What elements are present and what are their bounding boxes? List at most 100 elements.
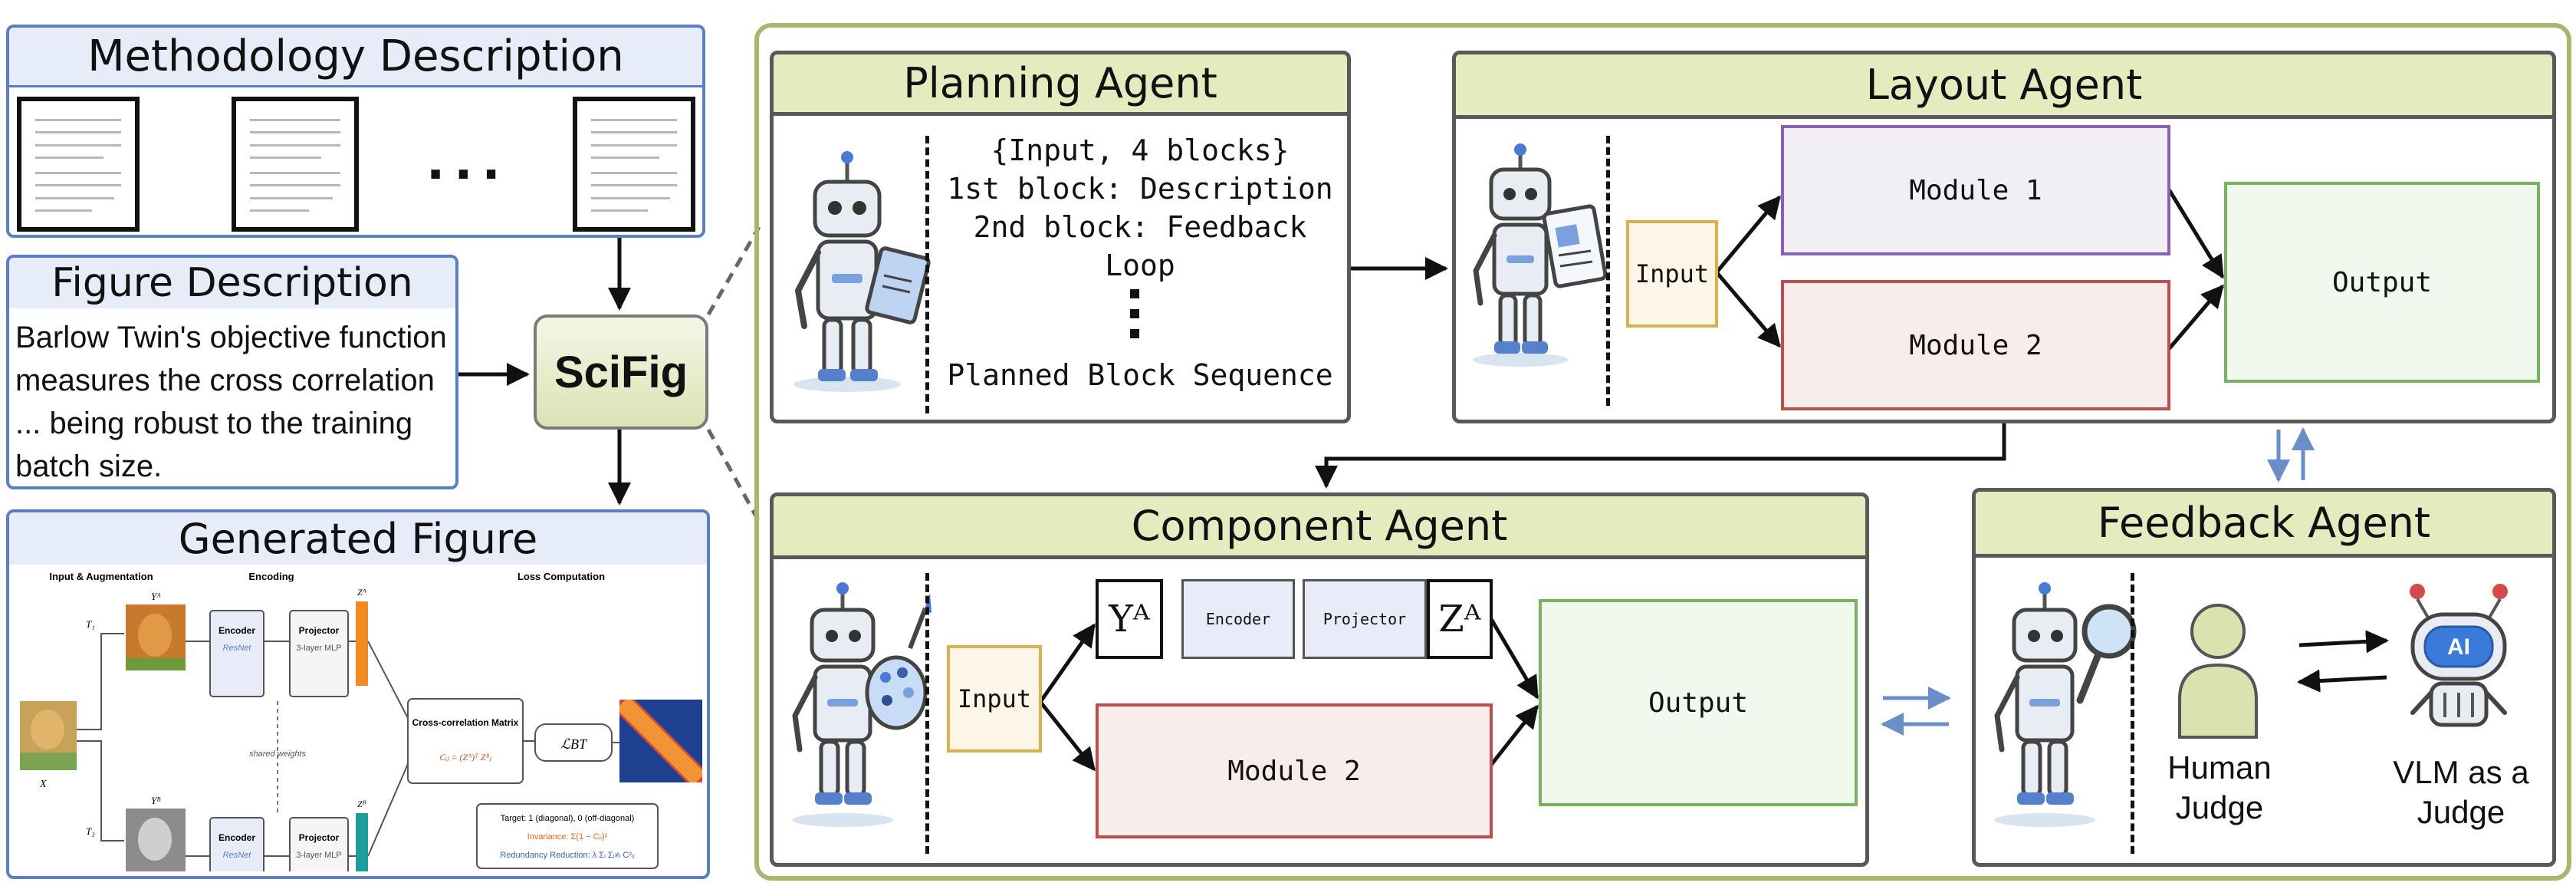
- gen-heading-encoding: Encoding: [248, 571, 294, 582]
- gen-cross-correlation-box: [407, 698, 524, 784]
- svg-text:Redundancy Reduction: λ Σᵢ Σⱼ≠: Redundancy Reduction: λ Σᵢ Σⱼ≠ᵢ C²ᵢⱼ: [500, 851, 634, 860]
- gen-target-box: [476, 803, 659, 869]
- component-robot-icon: [792, 582, 932, 827]
- layout-output-block: Output: [2224, 182, 2540, 383]
- component-projector-block: Projector: [1303, 579, 1427, 659]
- gen-encoder-b: [209, 817, 264, 871]
- gen-embedding-a: [356, 601, 368, 686]
- plan-line-input: {Input, 4 blocks}: [991, 133, 1290, 167]
- feedback-agent-panel: Feedback Agent Human Judge AI VLM as: [1972, 488, 2556, 867]
- layout-module-1-label: Module 1: [1909, 174, 2042, 206]
- plan-block-list: {Input, 4 blocks} 1st block: Description…: [933, 131, 1347, 285]
- layout-agent-panel: Layout Agent Input Module 1 Module 2 Out…: [1452, 51, 2556, 423]
- vlm-judge-label: VLM as a Judge: [2393, 754, 2529, 830]
- plan-line-second-block: 2nd block: Feedback: [973, 210, 1307, 244]
- gen-heading-input: Input & Augmentation: [49, 571, 153, 582]
- vlm-judge-robot-icon: AI: [2410, 584, 2508, 727]
- component-input-label: Input: [957, 684, 1032, 713]
- feedback-divider: [2131, 573, 2134, 854]
- feedback-agent-title: Feedback Agent: [1976, 492, 2552, 558]
- component-za-label: Zᴬ: [1438, 598, 1481, 641]
- svg-text:Invariance: Σ(1 − Cᵢᵢ)²: Invariance: Σ(1 − Cᵢᵢ)²: [527, 832, 608, 842]
- paper-page-thumbnail: [232, 97, 359, 232]
- layout-module-1: Module 1: [1781, 125, 2170, 255]
- component-encoder-label: Encoder: [1205, 610, 1271, 628]
- gen-x-label: X: [39, 779, 47, 790]
- svg-text:Target: 1 (diagonal), 0 (off-d: Target: 1 (diagonal), 0 (off-diagonal): [501, 814, 635, 823]
- component-input-block: Input: [947, 645, 1042, 753]
- component-output-block: Output: [1539, 599, 1858, 806]
- component-encoder-block: Encoder: [1181, 579, 1295, 659]
- gen-embedding-b: [356, 813, 368, 871]
- human-judge-label: Human Judge: [2167, 749, 2272, 825]
- component-projector-label: Projector: [1322, 610, 1407, 628]
- gen-projector-a: [289, 610, 349, 697]
- vlm-ai-badge: AI: [2447, 634, 2470, 660]
- methodology-panel: Methodology Description ...: [6, 25, 705, 238]
- component-module-2: Module 2: [1096, 703, 1493, 838]
- layout-divider: [1606, 136, 1610, 406]
- gen-zb-label: Zᴮ: [357, 799, 366, 809]
- planning-agent-title: Planning Agent: [774, 54, 1347, 116]
- generated-figure-panel: Generated Figure Input & Augmentation En…: [6, 509, 710, 879]
- figure-description-title: Figure Description: [9, 258, 455, 308]
- judge-exchange-arrows: [2297, 630, 2389, 693]
- component-flow-arrows: [1038, 618, 1539, 772]
- gen-projector-b: [289, 817, 349, 871]
- layout-module-2-label: Module 2: [1909, 329, 2042, 361]
- generated-figure-title: Generated Figure: [9, 512, 707, 565]
- gen-ya-label: Yᴬ: [151, 591, 161, 602]
- generated-figure-diagram: Input & Augmentation Encoding Loss Compu…: [20, 571, 702, 871]
- figure-description-panel: Figure Description Barlow Twin's objecti…: [6, 255, 458, 489]
- svg-text:Cᵢⱼ = (Zᴬ)ᵀ Zᴮⱼ: Cᵢⱼ = (Zᴬ)ᵀ Zᴮⱼ: [439, 752, 491, 762]
- component-divider: [925, 573, 929, 854]
- svg-text:Projector: Projector: [299, 832, 340, 843]
- agents-container: [754, 23, 2571, 881]
- svg-text:ResNet: ResNet: [223, 851, 252, 860]
- component-za-block: Zᴬ: [1427, 579, 1493, 659]
- svg-text:Encoder: Encoder: [219, 832, 255, 843]
- gen-t2-label: T₂: [86, 825, 95, 837]
- layout-output-label: Output: [2331, 266, 2433, 298]
- gen-heading-loss: Loss Computation: [518, 571, 605, 582]
- layout-input-block: Input: [1626, 220, 1718, 328]
- layout-module-2: Module 2: [1781, 280, 2170, 410]
- planning-agent-panel: Planning Agent {Input, 4 blocks} 1st blo…: [770, 51, 1351, 423]
- svg-text:Projector: Projector: [299, 625, 340, 636]
- plan-vertical-ellipsis: [1130, 289, 1141, 338]
- gen-yb-label: Yᴮ: [151, 795, 161, 806]
- feedback-robot-icon: [1994, 582, 2137, 827]
- layout-flow-arrows: [1715, 188, 2225, 351]
- layout-agent-title: Layout Agent: [1456, 54, 2552, 119]
- svg-text:3-layer MLP: 3-layer MLP: [296, 644, 341, 653]
- scifig-box: SciFig: [534, 315, 708, 430]
- component-ya-block: Yᴬ: [1096, 579, 1163, 659]
- planner-divider: [925, 136, 929, 413]
- planner-robot-icon: [794, 151, 931, 392]
- component-ya-label: Yᴬ: [1109, 598, 1150, 641]
- gen-za-label: Zᴬ: [357, 587, 366, 598]
- component-agent-title: Component Agent: [774, 496, 1865, 559]
- methodology-title: Methodology Description: [9, 28, 702, 87]
- gen-encoder-a: [209, 610, 264, 697]
- svg-text:Cross-correlation Matrix: Cross-correlation Matrix: [412, 717, 519, 728]
- ellipsis: ...: [427, 124, 511, 192]
- layout-input-label: Input: [1635, 259, 1710, 288]
- plan-line-first-block: 1st block: Description: [947, 172, 1333, 206]
- svg-text:ResNet: ResNet: [223, 644, 252, 653]
- figure-description-text: Barlow Twin's objective function measure…: [15, 321, 447, 483]
- plan-line-planned-sequence: Planned Block Sequence: [947, 358, 1333, 392]
- human-judge-icon: [2178, 604, 2258, 739]
- plan-line-loop: Loop: [1105, 249, 1175, 282]
- scifig-label: SciFig: [554, 347, 688, 397]
- svg-text:Encoder: Encoder: [219, 625, 255, 636]
- paper-page-thumbnail: [17, 97, 140, 232]
- component-module-2-label: Module 2: [1227, 755, 1361, 787]
- component-agent-panel: Component Agent Input Yᴬ Encoder Project…: [770, 492, 1869, 867]
- gen-t1-label: T₁: [86, 618, 95, 630]
- component-output-label: Output: [1648, 687, 1749, 719]
- gen-shared-weights: shared weights: [249, 749, 306, 759]
- svg-text:ℒBT: ℒBT: [560, 736, 588, 752]
- paper-page-thumbnail: [573, 97, 695, 232]
- layout-robot-icon: [1473, 143, 1608, 367]
